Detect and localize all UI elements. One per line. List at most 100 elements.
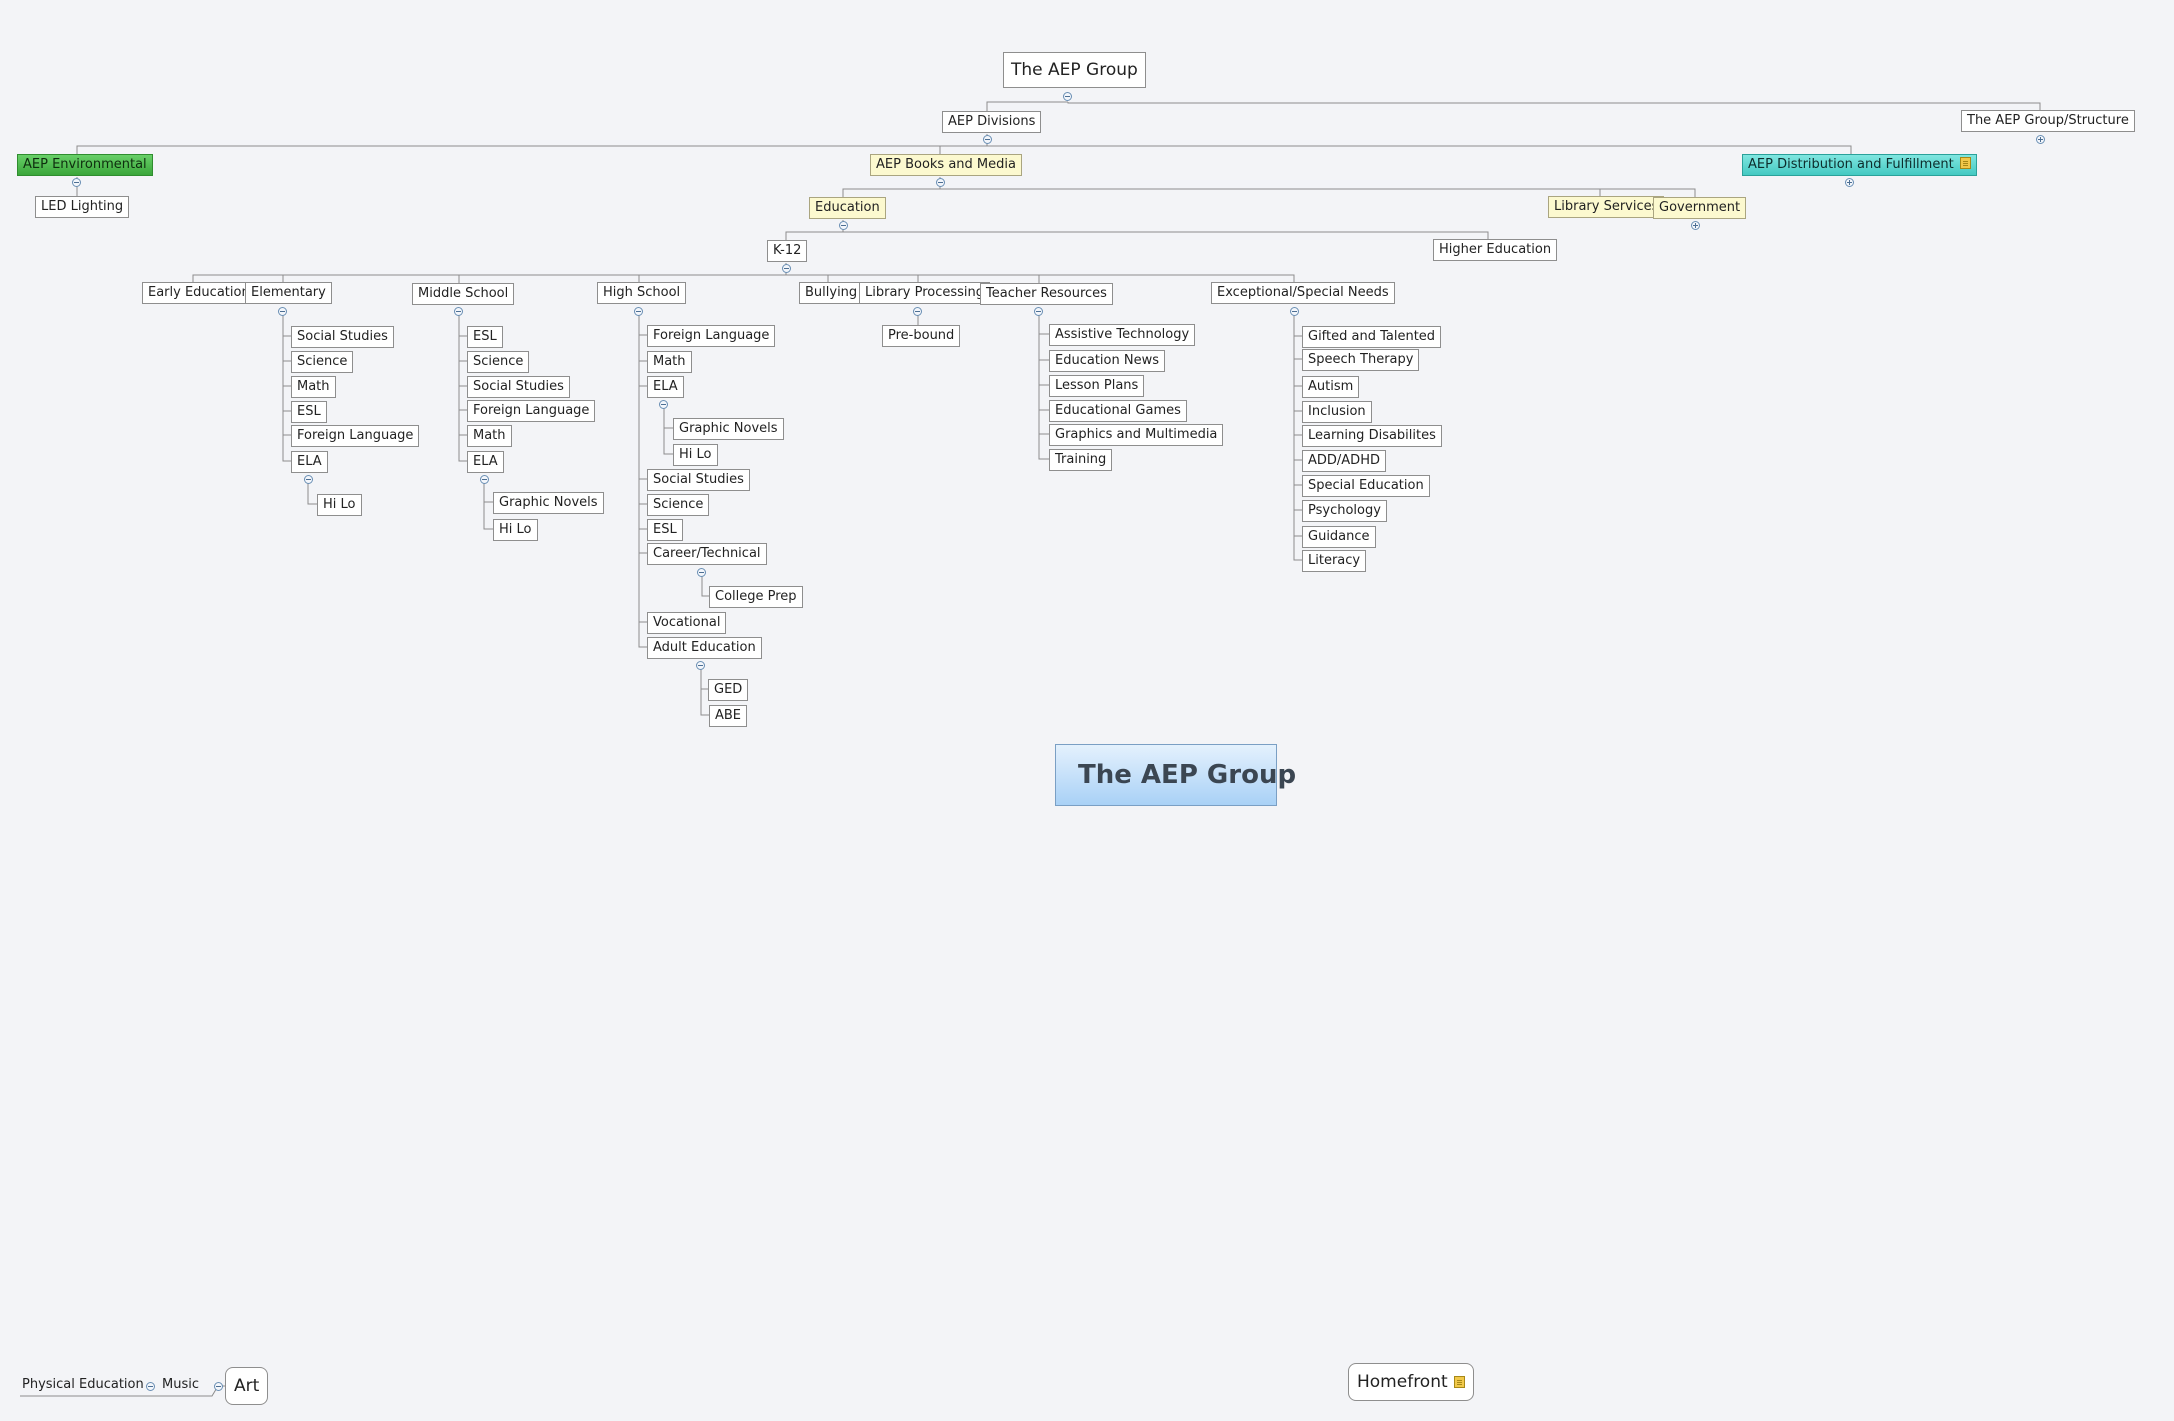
high-school-adult-item[interactable]: ABE [709, 705, 748, 727]
led-lighting-topic[interactable]: LED Lighting [35, 196, 130, 218]
education-topic[interactable]: Education [809, 197, 886, 219]
special-needs-topic[interactable]: Exceptional/Special Needs [1211, 282, 1395, 304]
books-media-topic[interactable]: AEP Books and Media [870, 154, 1022, 176]
early-education-topic[interactable]: Early Education [142, 282, 256, 304]
elementary-item[interactable]: Science [291, 351, 354, 373]
high-school-item[interactable]: Social Studies [647, 469, 750, 491]
collapse-toggle-icon[interactable] [214, 1382, 223, 1391]
high-school-item[interactable]: Vocational [647, 612, 727, 634]
special-needs-item[interactable]: ADD/ADHD [1302, 450, 1386, 472]
high-school-career-item[interactable]: College Prep [709, 586, 803, 608]
art-topic[interactable]: Art [225, 1367, 269, 1405]
high-school-item[interactable]: Science [647, 494, 710, 516]
central-topic[interactable]: The AEP Group [1055, 744, 1296, 806]
collapse-toggle-icon[interactable] [278, 307, 287, 316]
note-icon[interactable] [1959, 157, 1971, 169]
expand-toggle-icon[interactable] [2036, 135, 2045, 144]
connector-line [282, 312, 291, 462]
teacher-resources-item[interactable]: Graphics and Multimedia [1049, 424, 1224, 446]
teacher-resources-item[interactable]: Education News [1049, 350, 1165, 372]
middle-school-item[interactable]: Social Studies [467, 376, 570, 398]
teacher-resources-item[interactable]: Assistive Technology [1049, 324, 1196, 346]
collapse-toggle-icon[interactable] [304, 475, 313, 484]
teacher-resources-item[interactable]: Training [1049, 449, 1113, 471]
higher-education-topic[interactable]: Higher Education [1433, 239, 1558, 261]
connector-line [785, 220, 844, 240]
middle-school-ela-item[interactable]: Hi Lo [493, 519, 538, 541]
elementary-item[interactable]: Foreign Language [291, 425, 420, 447]
special-needs-item[interactable]: Autism [1302, 376, 1360, 398]
special-needs-item[interactable]: Literacy [1302, 550, 1367, 572]
special-needs-item[interactable]: Gifted and Talented [1302, 326, 1442, 348]
teacher-resources-item[interactable]: Lesson Plans [1049, 375, 1145, 397]
physical-education-topic[interactable]: Physical Education [22, 1377, 144, 1392]
elementary-ela-item[interactable]: Hi Lo [317, 494, 362, 516]
collapse-toggle-icon[interactable] [913, 307, 922, 316]
middle-school-item[interactable]: ESL [467, 326, 503, 348]
collapse-toggle-icon[interactable] [72, 178, 81, 187]
high-school-item[interactable]: Math [647, 351, 692, 373]
root-topic[interactable]: The AEP Group [1003, 52, 1146, 88]
middle-school-item[interactable]: Science [467, 351, 530, 373]
high-school-topic[interactable]: High School [597, 282, 687, 304]
special-needs-item[interactable]: Learning Disabilites [1302, 425, 1442, 447]
high-school-item[interactable]: ESL [647, 519, 683, 541]
music-topic[interactable]: Music [162, 1377, 199, 1392]
collapse-toggle-icon[interactable] [839, 221, 848, 230]
collapse-toggle-icon[interactable] [454, 307, 463, 316]
elementary-item[interactable]: ESL [291, 401, 327, 423]
collapse-toggle-icon[interactable] [659, 400, 668, 409]
middle-school-topic[interactable]: Middle School [412, 283, 515, 305]
connector-line [638, 312, 647, 648]
teacher-resources-topic[interactable]: Teacher Resources [980, 283, 1113, 305]
distribution-topic[interactable]: AEP Distribution and Fulfillment [1742, 154, 1977, 176]
expand-toggle-icon[interactable] [1845, 178, 1854, 187]
collapse-toggle-icon[interactable] [1290, 307, 1299, 316]
structure-topic[interactable]: The AEP Group/Structure [1961, 110, 2135, 132]
high-school-ela-item[interactable]: Hi Lo [673, 444, 718, 466]
collapse-toggle-icon[interactable] [696, 661, 705, 670]
note-icon[interactable] [1453, 1376, 1465, 1388]
collapse-toggle-icon[interactable] [146, 1382, 155, 1391]
environmental-topic[interactable]: AEP Environmental [17, 154, 153, 176]
government-topic[interactable]: Government [1653, 197, 1747, 219]
expand-toggle-icon[interactable] [1691, 221, 1700, 230]
homefront-topic[interactable]: Homefront [1348, 1363, 1474, 1401]
special-needs-item[interactable]: Guidance [1302, 526, 1376, 548]
divisions-topic[interactable]: AEP Divisions [942, 111, 1042, 133]
special-needs-item[interactable]: Speech Therapy [1302, 349, 1420, 371]
special-needs-item[interactable]: Psychology [1302, 500, 1387, 522]
k12-topic[interactable]: K-12 [767, 240, 808, 262]
high-school-item[interactable]: Career/Technical [647, 543, 767, 565]
collapse-toggle-icon[interactable] [782, 264, 791, 273]
elementary-topic[interactable]: Elementary [245, 282, 332, 304]
collapse-toggle-icon[interactable] [634, 307, 643, 316]
middle-school-item[interactable]: Foreign Language [467, 400, 596, 422]
collapse-toggle-icon[interactable] [983, 135, 992, 144]
connector-line [1038, 312, 1049, 460]
bullying-topic[interactable]: Bullying [799, 282, 864, 304]
connector-line [76, 134, 988, 154]
high-school-adult-item[interactable]: GED [708, 679, 749, 701]
library-processing-topic[interactable]: Library Processing [859, 282, 991, 304]
high-school-item[interactable]: Adult Education [647, 637, 762, 659]
collapse-toggle-icon[interactable] [697, 568, 706, 577]
library-services-topic[interactable]: Library Services [1548, 196, 1665, 218]
high-school-ela-item[interactable]: Graphic Novels [673, 418, 784, 440]
collapse-toggle-icon[interactable] [1063, 92, 1072, 101]
collapse-toggle-icon[interactable] [936, 178, 945, 187]
elementary-item[interactable]: ELA [291, 451, 328, 473]
middle-school-item[interactable]: Math [467, 425, 512, 447]
teacher-resources-item[interactable]: Educational Games [1049, 400, 1187, 422]
collapse-toggle-icon[interactable] [480, 475, 489, 484]
collapse-toggle-icon[interactable] [1034, 307, 1043, 316]
elementary-item[interactable]: Math [291, 376, 336, 398]
library-processing-item[interactable]: Pre-bound [882, 325, 961, 347]
special-needs-item[interactable]: Special Education [1302, 475, 1430, 497]
middle-school-item[interactable]: ELA [467, 451, 504, 473]
special-needs-item[interactable]: Inclusion [1302, 401, 1372, 423]
high-school-item[interactable]: ELA [647, 376, 684, 398]
elementary-item[interactable]: Social Studies [291, 326, 394, 348]
high-school-item[interactable]: Foreign Language [647, 325, 776, 347]
middle-school-ela-item[interactable]: Graphic Novels [493, 492, 604, 514]
